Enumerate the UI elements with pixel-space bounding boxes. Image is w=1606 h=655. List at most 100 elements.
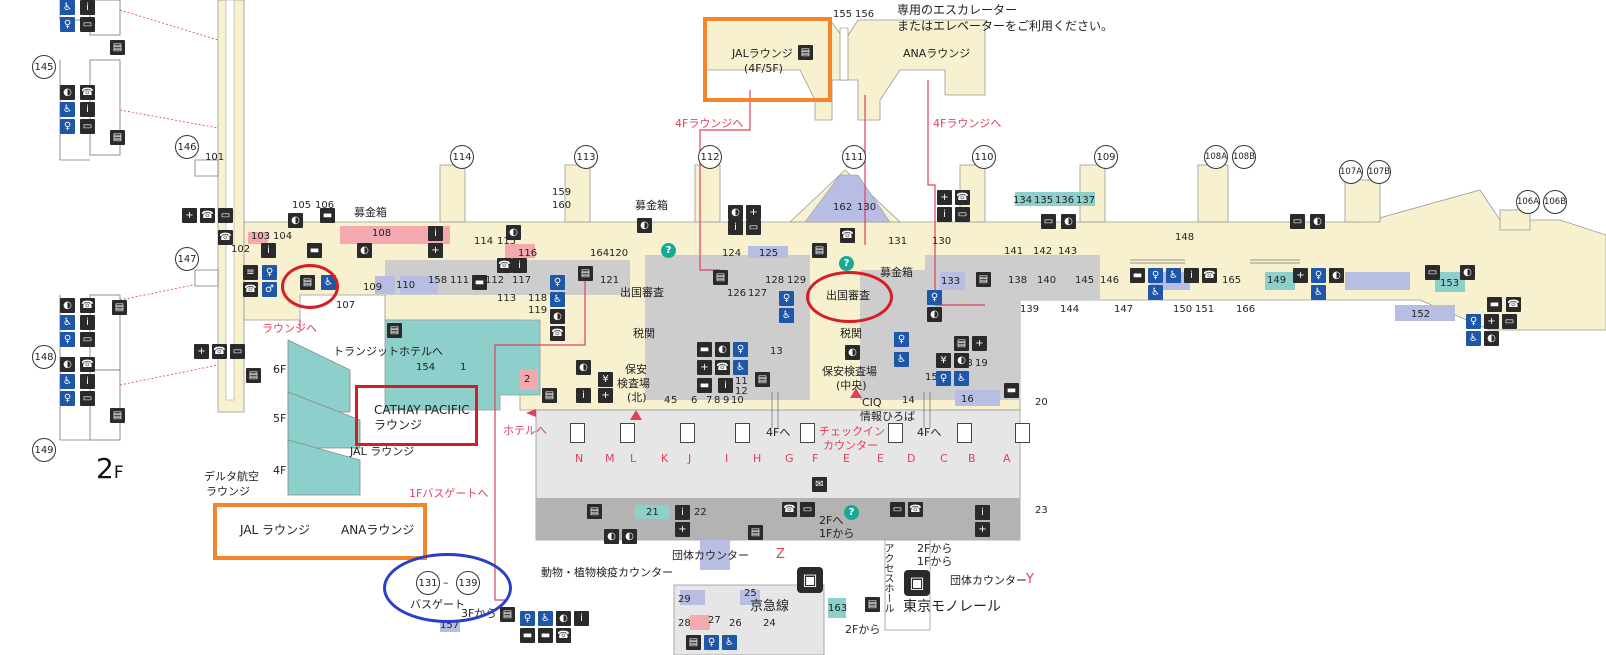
smoking-icon: ≡ [243, 265, 258, 280]
gate-107a: 107A [1339, 160, 1363, 184]
shop-29: 29 [678, 594, 691, 605]
shop-138: 138 [1008, 275, 1028, 286]
shop-154: 154 [416, 362, 436, 373]
gate-149: 149 [32, 438, 56, 462]
security-north-2: 検査場 [617, 377, 650, 390]
pc-icon: ▭ [80, 391, 95, 406]
baby-icon: ◐ [1061, 214, 1076, 229]
aed-icon: + [182, 208, 197, 223]
shop-115: 115 [497, 236, 517, 247]
shop-111: 111 [450, 275, 470, 286]
shop-149: 149 [1267, 275, 1287, 286]
gate-112: 112 [698, 145, 722, 169]
shop-139: 139 [1020, 304, 1040, 315]
gate-106b: 106B [1543, 190, 1567, 214]
header-note-line1: 専用のエスカレーター [897, 3, 1018, 17]
baby-icon: ◐ [715, 342, 730, 357]
restroom-icon: ♀ [779, 291, 794, 306]
counter-m-desk [620, 423, 635, 443]
pc-icon: ▭ [80, 332, 95, 347]
aed-icon: + [428, 243, 443, 258]
info-desk-icon[interactable]: ? [844, 505, 859, 520]
restroom-icon: ♀ [1148, 268, 1163, 283]
restroom-icon: ♀ [704, 635, 719, 650]
shop-117: 117 [512, 275, 532, 286]
ciq-label: CIQ [862, 396, 882, 409]
highlight-elevator-left [281, 264, 339, 309]
locker-icon: ▤ [387, 323, 402, 338]
shop-28: 28 [678, 618, 691, 629]
from-1f-b: 1Fから [917, 555, 953, 568]
restroom-icon: ♀ [60, 391, 75, 406]
group-counter-z-letter: Z [776, 547, 785, 562]
shop-12: 12 [735, 386, 748, 397]
baby-icon: ◐ [506, 225, 521, 240]
shop-1: 1 [460, 362, 467, 373]
counter-a-desk [1015, 423, 1030, 443]
counter-l: L [630, 452, 637, 465]
shop-136: 136 [1055, 195, 1075, 206]
smoking-icon: ▬ [697, 378, 712, 393]
shop-146: 146 [1100, 275, 1120, 286]
wheelchair-icon: ♿ [894, 352, 909, 367]
animal-plant-quarantine: 動物・植物検疫カウンター [541, 566, 673, 579]
jal-lounge-mid: JAL ラウンジ [350, 445, 415, 458]
pc-icon: ▭ [746, 220, 761, 235]
shop-24: 24 [763, 618, 776, 629]
locker-icon: ▤ [748, 525, 763, 540]
shop-142: 142 [1033, 246, 1053, 257]
bokinbako-2: 募金箱 [635, 199, 668, 212]
phone-icon: ☎ [200, 208, 215, 223]
shop-148: 148 [1175, 232, 1195, 243]
shop-134: 134 [1013, 195, 1033, 206]
restroom-icon: ♀ [936, 371, 951, 386]
pc-icon: ▭ [230, 344, 245, 359]
shop-22: 22 [694, 507, 707, 518]
phone-icon: ☎ [1506, 297, 1521, 312]
info-desk-icon[interactable]: ? [839, 256, 854, 271]
shop-166: 166 [1236, 304, 1256, 315]
atm-icon: ¥ [598, 372, 613, 387]
shop-7: 7 [706, 395, 713, 406]
shop-121: 121 [600, 275, 620, 286]
gate-113: 113 [574, 145, 598, 169]
shop-14: 14 [902, 395, 915, 406]
locker-icon: ▤ [976, 272, 991, 287]
restroom-icon: ♀ [1311, 268, 1326, 283]
counter-e-left: E [843, 452, 850, 465]
counter-h: H [753, 452, 762, 465]
shop-107: 107 [336, 300, 356, 311]
pc-icon: ▭ [800, 502, 815, 517]
phone-icon: ☎ [212, 344, 227, 359]
shop-150: 150 [1173, 304, 1193, 315]
smoking-icon: ▬ [697, 342, 712, 357]
header-note-line2: またはエレベーターをご利用ください。 [897, 19, 1114, 33]
counter-i: I [725, 452, 729, 465]
cathay-lounge-name: CATHAY PACIFIC [374, 403, 470, 417]
smoking-icon: ▬ [1130, 268, 1145, 283]
counter-c: C [940, 452, 948, 465]
ana-lounge-top: ANAラウンジ [903, 47, 971, 60]
shop-103: 103 [251, 231, 271, 242]
info-icon: i [80, 102, 95, 117]
info-icon: i [718, 378, 733, 393]
aed-icon: + [194, 344, 209, 359]
floor-label: 2F [96, 452, 124, 485]
security-north-3: (北) [627, 391, 647, 404]
smoking-icon: ▬ [1487, 297, 1502, 312]
shop-25: 25 [744, 588, 757, 599]
pc-icon: ▭ [890, 502, 905, 517]
shop-5: 5 [671, 395, 678, 406]
shop-11: 11 [735, 376, 748, 387]
to-1f-bus-gate: 1Fバスゲートへ [409, 487, 489, 500]
counter-n-desk [570, 423, 585, 443]
gate-109: 109 [1094, 145, 1118, 169]
info-desk-icon[interactable]: ? [661, 243, 676, 258]
gate-114: 114 [450, 145, 474, 169]
shop-130b: 130 [932, 236, 952, 247]
phone-icon: ☎ [556, 628, 571, 643]
cathay-lounge-label: ラウンジ [374, 418, 423, 432]
counter-b: B [968, 452, 976, 465]
shop-152: 152 [1411, 309, 1431, 320]
locker-icon: ▤ [713, 270, 728, 285]
